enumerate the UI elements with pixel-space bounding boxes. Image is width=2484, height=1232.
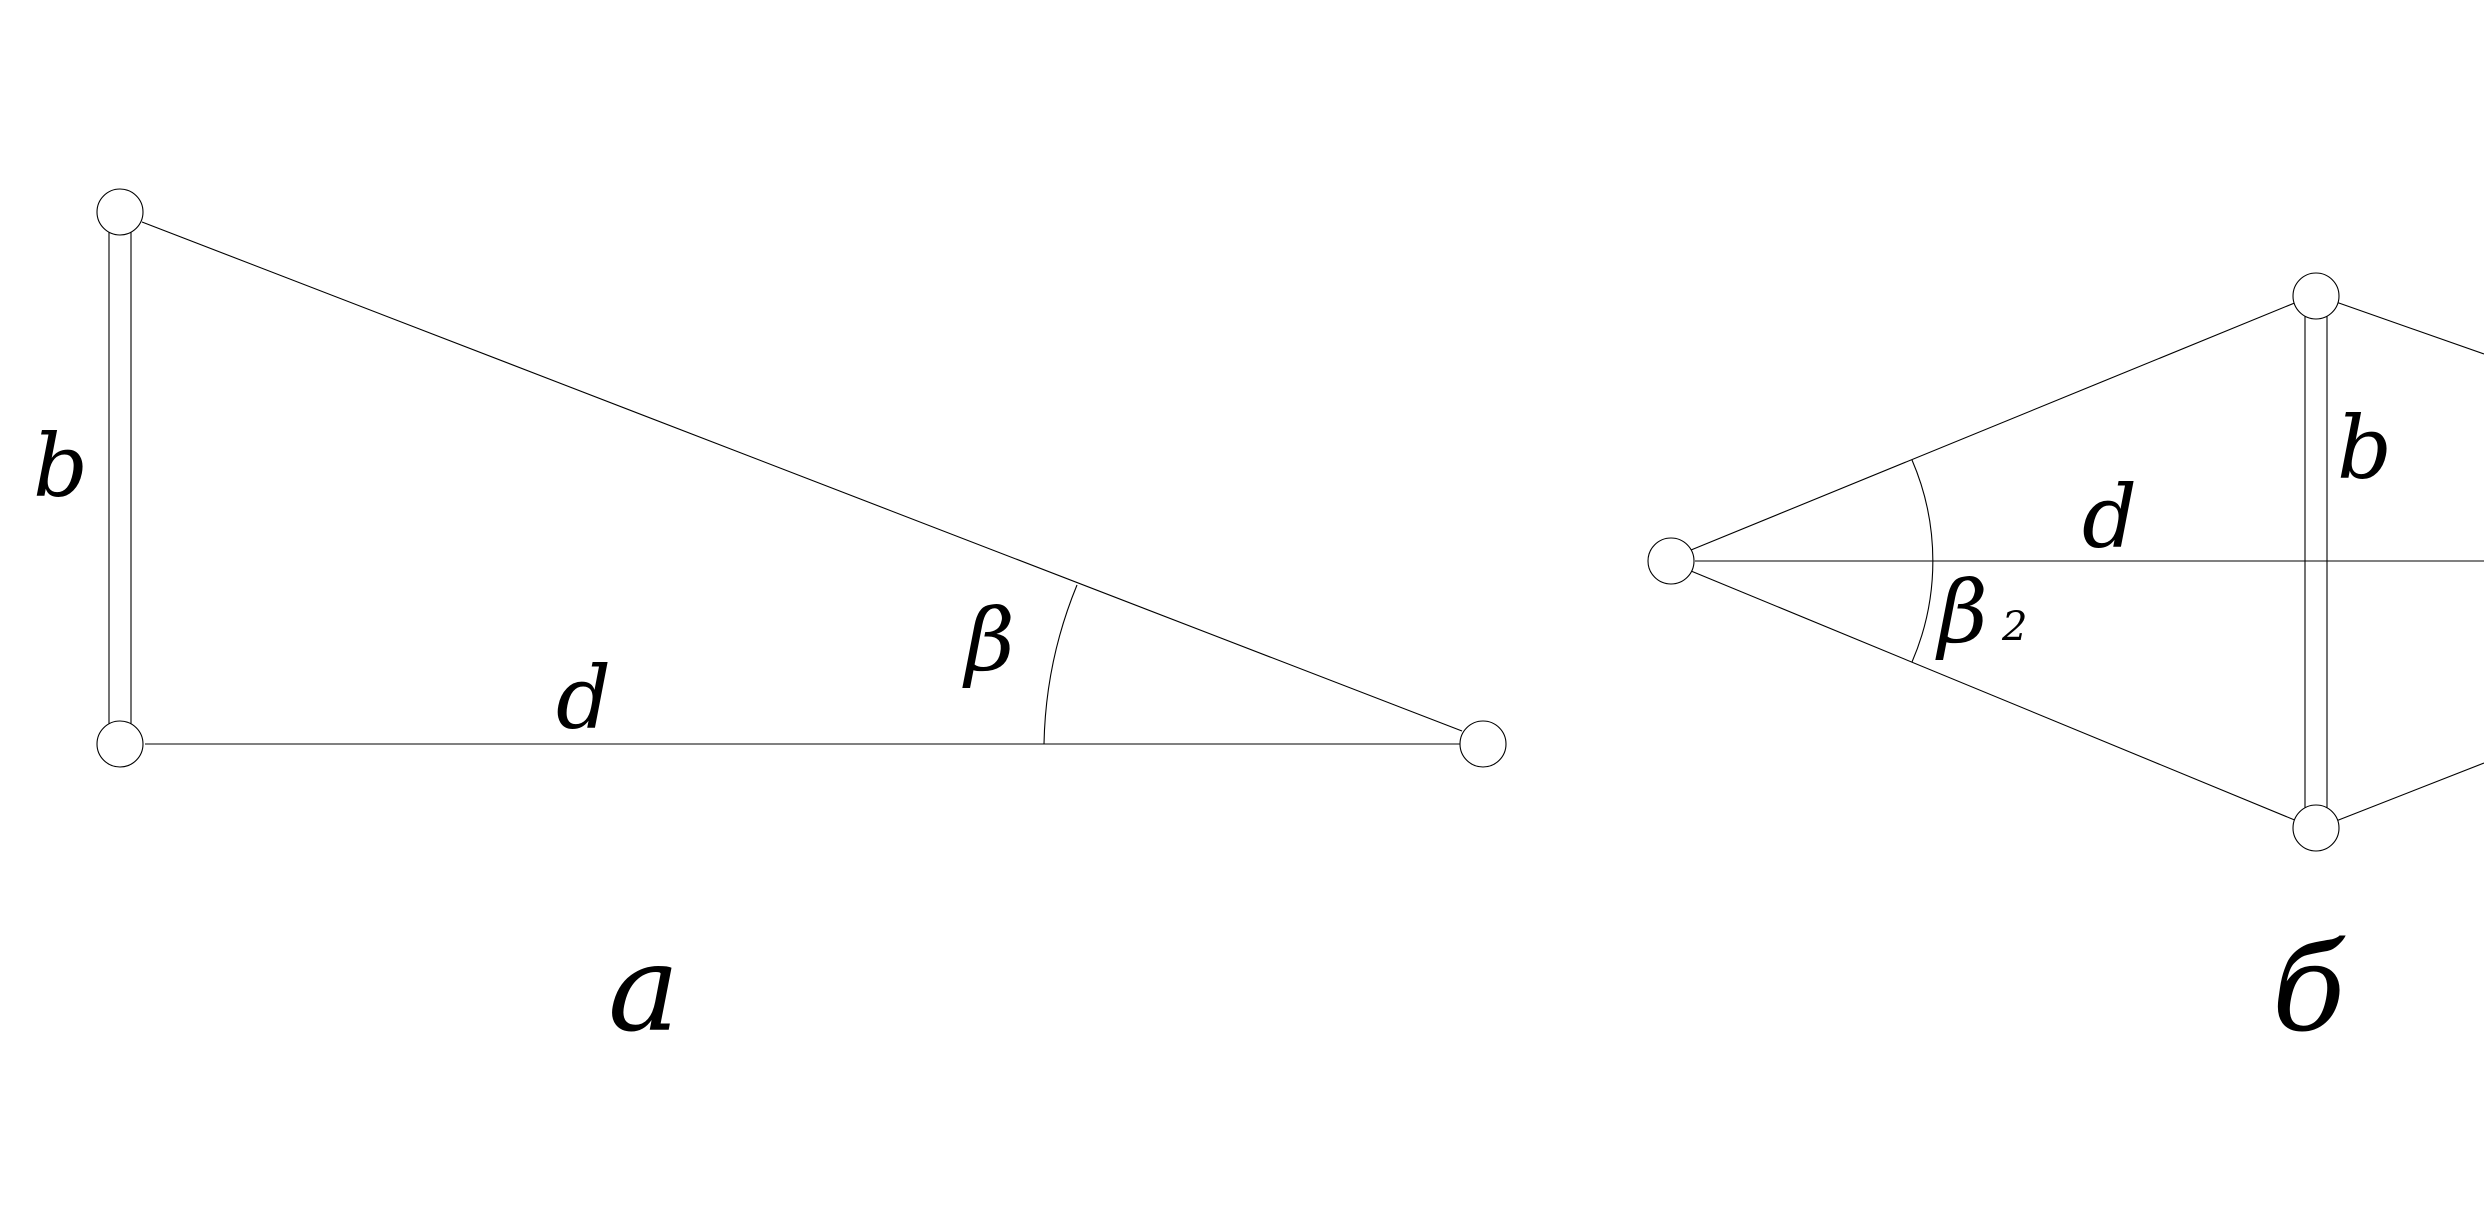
figure-a: b d β а — [33, 188, 1507, 1059]
figure-b-label-d: d — [2082, 468, 2137, 568]
figure-a-rod — [108, 211, 132, 745]
figure-a-hypotenuse — [141, 221, 1463, 732]
figure-a-node-top — [96, 188, 144, 236]
figure-b-node-left — [1647, 537, 1695, 585]
figure-b-caption: б — [2272, 920, 2346, 1059]
figure-a-node-bottom — [96, 720, 144, 768]
figure-b: b d β 2 б — [1647, 272, 2484, 1059]
figure-b-angle-arc — [1911, 459, 1934, 663]
figure-a-label-b: b — [33, 417, 88, 517]
figure-a-node-right — [1459, 720, 1507, 768]
figure-b-line-lower-right — [2335, 762, 2484, 822]
figure-b-node-top — [2292, 272, 2340, 320]
figure-a-label-d: d — [556, 649, 611, 749]
figure-b-line-upper-left — [1690, 301, 2298, 551]
figure-b-rod — [2304, 295, 2328, 829]
figure-a-label-beta: β — [962, 591, 1015, 691]
figure-b-label-beta-subscript: 2 — [2001, 604, 2027, 650]
figure-a-caption: а — [608, 920, 680, 1059]
figure-b-label-beta: β — [1935, 563, 1988, 663]
figure-b-line-lower-left — [1690, 570, 2298, 822]
figure-b-node-bottom — [2292, 804, 2340, 852]
figure-a-angle-arc — [1043, 584, 1078, 745]
figure-b-line-upper-right — [2335, 301, 2484, 355]
figure-b-label-b: b — [2337, 399, 2392, 499]
